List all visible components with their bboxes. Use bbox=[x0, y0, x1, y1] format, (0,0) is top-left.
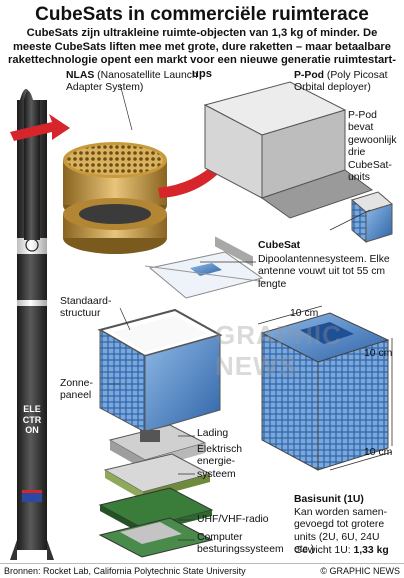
dim-line-bottom bbox=[329, 451, 393, 471]
nlas-adapter bbox=[63, 142, 167, 254]
label-cubesat: CubeSat bbox=[258, 240, 301, 251]
small-cubesat bbox=[350, 191, 394, 244]
label-payload: Lading bbox=[197, 428, 229, 439]
label-structure: Standaard-structuur bbox=[60, 296, 112, 320]
footer: Bronnen: Rocket Lab, California Polytech… bbox=[0, 563, 404, 578]
label-dim-top: 10 cm bbox=[290, 308, 319, 319]
structure-frame bbox=[97, 308, 223, 433]
label-radio: UHF/VHF-radio bbox=[197, 514, 269, 525]
sources-text: Bronnen: Rocket Lab, California Polytech… bbox=[4, 566, 246, 576]
rocket-fairing bbox=[24, 91, 40, 240]
label-power: Elektrisch energie-systeem bbox=[197, 444, 243, 480]
label-basis-desc: Kan worden samen-gevoegd tot grotere uni… bbox=[294, 507, 387, 556]
label-dipole: Dipoolantennesysteem. Elke antenne vouwt… bbox=[258, 254, 390, 290]
rocket-name: ELECTRON bbox=[22, 404, 42, 435]
label-dim-right: 10 cm bbox=[364, 348, 393, 359]
label-ppod-desc: P-Pod bevat gewoonlijk drie CubeSat-unit… bbox=[348, 110, 397, 184]
page-title: CubeSats in commerciële ruimteracе bbox=[35, 4, 369, 25]
label-nlas: NLAS (Nanosatellite Launch Adapter Syste… bbox=[66, 70, 198, 94]
dipole-antenna-plate bbox=[144, 251, 267, 299]
label-solar: Zonne-paneel bbox=[60, 378, 93, 402]
computer-module bbox=[98, 517, 214, 558]
label-weight: Gewicht 1U: 1,33 kg bbox=[294, 545, 389, 556]
basis-unit-cube bbox=[260, 312, 390, 471]
dim-line-top bbox=[257, 305, 323, 325]
label-basis: Basisunit (1U) bbox=[294, 494, 364, 505]
label-ppod: P-Pod (Poly Picosat Orbital deployer) bbox=[294, 70, 388, 94]
arrow-rocket-to-nlas bbox=[10, 114, 70, 141]
copyright-text: © GRAPHIC NEWS bbox=[320, 566, 400, 576]
label-dim-bottom: 10 cm bbox=[364, 447, 393, 458]
label-computer: Computer besturingssysteem bbox=[197, 532, 284, 556]
watermark: GRAPHIC NEWS bbox=[215, 320, 342, 381]
ppod-deployer bbox=[203, 81, 374, 267]
intro-text: CubeSats zijn ultrakleine ruimte-objecte… bbox=[8, 27, 396, 80]
